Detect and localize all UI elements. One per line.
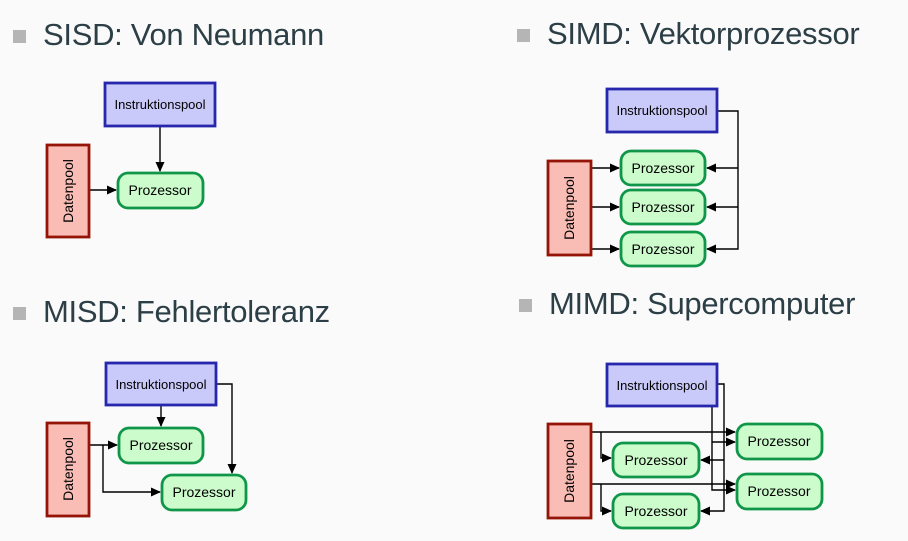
misd-data-pool-box — [45, 421, 91, 518]
mimd-instruction-pool-label: Instruktionspool — [616, 378, 707, 393]
mimd-instruction-bus-b — [700, 383, 725, 516]
mimd-processor-box-right-1 — [735, 422, 824, 461]
simd-processor-box-2 — [619, 188, 707, 226]
simd-processor-box-1 — [619, 149, 707, 187]
section-title-simd: SIMD: Vektorprozessor — [517, 16, 860, 52]
simd-data-pool-label: Datenpool — [561, 176, 577, 240]
simd-processor-label-2: Prozessor — [631, 199, 694, 215]
simd-processor-label-1: Prozessor — [631, 160, 694, 176]
misd-data-arrow-2 — [102, 445, 161, 497]
sisd-data-pool-label: Datenpool — [60, 159, 76, 223]
square-bullet-icon — [13, 30, 26, 43]
section-title-text: MISD: Fehlertoleranz — [43, 294, 330, 329]
sisd-instruction-pool-box — [103, 81, 217, 128]
mimd-processor-label-right-1: Prozessor — [747, 433, 810, 449]
misd-instruction-pool-label: Instruktionspool — [115, 377, 206, 392]
sisd-processor-label: Prozessor — [128, 182, 191, 198]
mimd-data-branch-1 — [600, 432, 612, 463]
mimd-data-branch-2 — [600, 484, 612, 516]
section-title-text: MIMD: Supercomputer — [549, 286, 856, 321]
mimd-instruction-bus-a — [711, 406, 736, 495]
mimd-data-pool-label: Datenpool — [561, 439, 577, 503]
diagram-sisd: Instruktionspool Datenpool Prozessor — [45, 81, 217, 239]
mimd-processor-box-mid-1 — [611, 441, 701, 479]
section-title-sisd: SISD: Von Neumann — [13, 17, 324, 53]
misd-processor-box-2 — [160, 473, 248, 512]
misd-processor-box-1 — [117, 426, 205, 465]
square-bullet-icon — [519, 299, 532, 312]
misd-instruction-arrow-2 — [216, 383, 237, 474]
square-bullet-icon — [13, 307, 26, 320]
mimd-processor-label-mid-2: Prozessor — [624, 503, 687, 519]
simd-data-pool-box — [546, 159, 593, 257]
section-title-mimd: MIMD: Supercomputer — [519, 286, 855, 322]
section-title-text: SIMD: Vektorprozessor — [547, 16, 860, 51]
sisd-data-pool-box — [45, 143, 91, 239]
diagram-mimd: Instruktionspool Datenpool Prozessor Pro… — [546, 362, 824, 530]
simd-processor-label-3: Prozessor — [631, 241, 694, 257]
simd-instruction-pool-label: Instruktionspool — [616, 103, 707, 118]
simd-instruction-pool-box — [605, 87, 719, 134]
simd-instruction-bus — [706, 110, 739, 254]
misd-processor-label-2: Prozessor — [172, 484, 235, 500]
diagram-misd: Instruktionspool Datenpool Prozessor Pro… — [45, 361, 248, 518]
mimd-data-pool-box — [546, 422, 593, 520]
section-title-text: SISD: Von Neumann — [43, 17, 324, 52]
misd-data-pool-label: Datenpool — [60, 437, 76, 501]
mimd-processor-label-mid-1: Prozessor — [624, 452, 687, 468]
simd-processor-box-3 — [619, 230, 707, 268]
square-bullet-icon — [517, 29, 530, 42]
sisd-instruction-pool-label: Instruktionspool — [114, 97, 205, 112]
mimd-processor-label-right-2: Prozessor — [747, 483, 810, 499]
section-title-misd: MISD: Fehlertoleranz — [13, 294, 330, 330]
diagram-simd: Instruktionspool Datenpool Prozessor Pro… — [546, 87, 739, 268]
misd-instruction-pool-box — [104, 361, 218, 407]
mimd-processor-box-mid-2 — [611, 492, 701, 530]
mimd-processor-box-right-2 — [735, 472, 824, 511]
mimd-instruction-pool-box — [605, 362, 719, 408]
sisd-processor-box — [116, 171, 205, 210]
misd-processor-label-1: Prozessor — [129, 437, 192, 453]
